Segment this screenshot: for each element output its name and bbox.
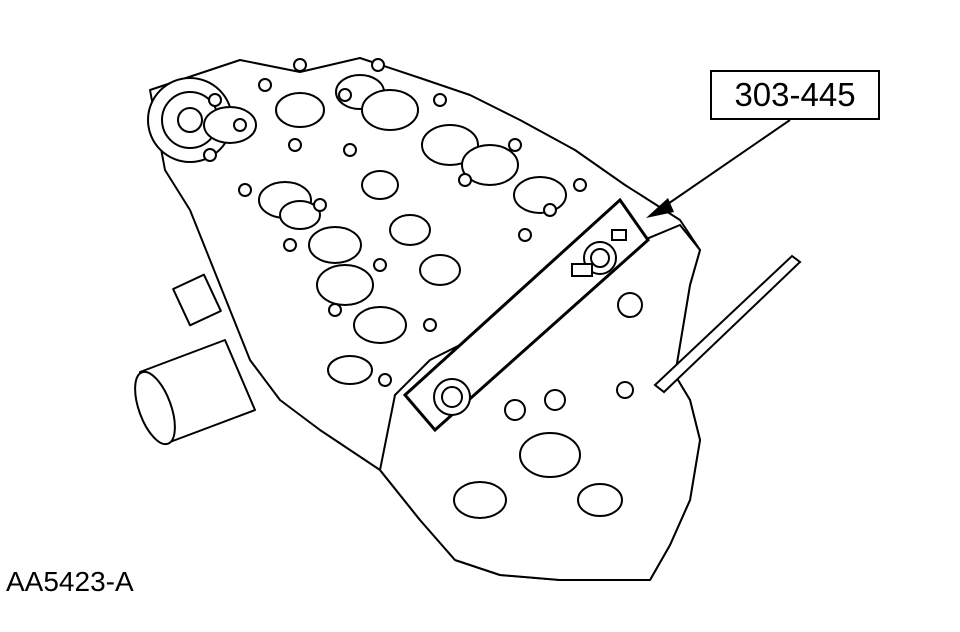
alignment-tool — [402, 197, 650, 433]
bolts — [203, 58, 587, 387]
tool-number: 303-445 — [734, 76, 856, 113]
figure-id: AA5423-A — [6, 566, 134, 597]
tool-callout-label: 303-445 — [710, 70, 880, 120]
dipstick — [653, 254, 802, 394]
callout-leader-arrow — [646, 119, 791, 218]
deck-ports — [431, 292, 643, 519]
